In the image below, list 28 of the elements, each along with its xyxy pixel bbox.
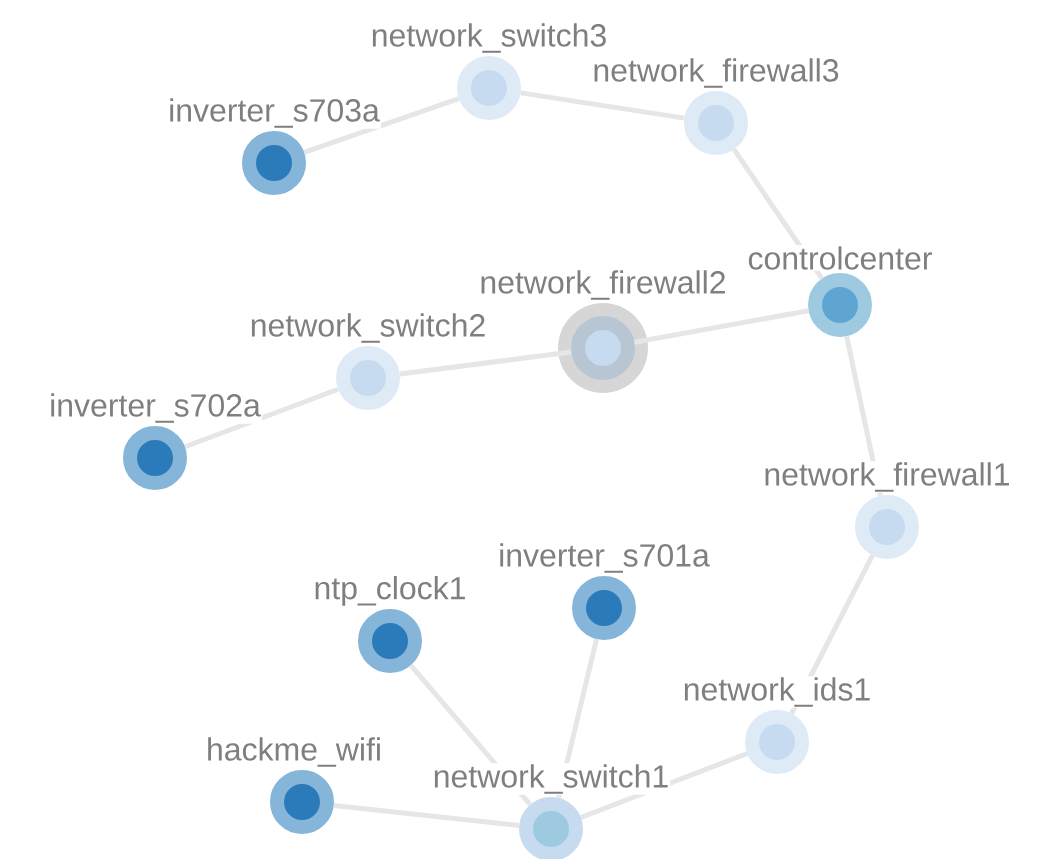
node-label: inverter_s701a [497, 542, 711, 574]
connector-line [399, 349, 572, 377]
connector-line [333, 802, 520, 828]
node-label: inverter_s702a [48, 392, 262, 424]
node-label: network_switch3 [369, 22, 609, 54]
node-label: inverter_s703a [167, 97, 381, 129]
node-label: controlcenter [746, 245, 934, 271]
node-label: network_switch2 [248, 312, 488, 344]
node-label: network_firewall1 [762, 461, 1012, 493]
connector-line [579, 751, 749, 820]
node-label: network_ids1 [681, 676, 873, 708]
network-node [558, 303, 648, 393]
connector-line [520, 90, 685, 121]
network-node [242, 131, 306, 195]
network-node [808, 273, 872, 337]
network-node [572, 576, 636, 640]
node-label: network_firewall2 [478, 269, 728, 301]
node-label: network_firewall3 [591, 57, 841, 89]
network-node [684, 91, 748, 155]
connector-line [184, 386, 339, 450]
node-label: network_switch1 [431, 763, 671, 795]
connector-line [303, 96, 460, 155]
connector-line [634, 308, 809, 345]
node-label: ntp_clock1 [312, 574, 468, 607]
network-node [123, 426, 187, 490]
network-node [336, 346, 400, 410]
node-label: hackme_wifi [205, 736, 384, 768]
network-node [457, 56, 521, 120]
